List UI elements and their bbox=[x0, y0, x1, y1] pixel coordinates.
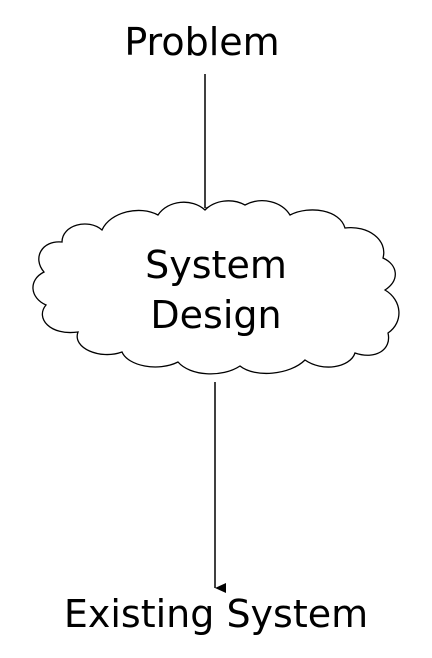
node-problem-label: Problem bbox=[124, 20, 280, 64]
node-existing-system-label: Existing System bbox=[63, 592, 369, 636]
node-system-design-line1: System bbox=[145, 243, 287, 287]
cloud-shape bbox=[32, 200, 400, 375]
node-system-design-line2: Design bbox=[150, 293, 282, 337]
node-system-design-label: System Design bbox=[116, 240, 316, 340]
